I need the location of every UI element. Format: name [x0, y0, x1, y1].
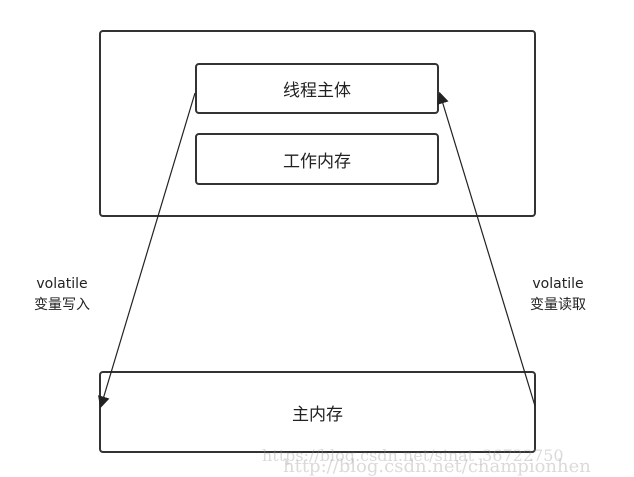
write-label-line2: 变量写入 [34, 297, 90, 313]
read-label-line1: volatile [532, 276, 584, 292]
main-memory-label: 主内存 [292, 404, 343, 425]
main-memory-box: 主内存 [99, 371, 536, 453]
read-label: volatile 变量读取 [508, 274, 608, 316]
watermark-2: http://blog.csdn.net/championhen [283, 456, 591, 477]
write-arrow [98, 92, 196, 409]
read-arrow [437, 91, 536, 407]
working-memory-label: 工作内存 [283, 151, 351, 172]
thread-body-label: 线程主体 [283, 81, 351, 101]
read-label-line2: 变量读取 [530, 297, 586, 313]
thread-container [99, 30, 536, 217]
working-memory-box: 工作内存 [195, 133, 439, 185]
thread-body-box: 线程主体 [195, 63, 439, 114]
write-label: volatile 变量写入 [12, 274, 112, 316]
write-label-line1: volatile [36, 276, 88, 292]
watermark-1: https://blog.csdn.net/sinat_36722750 [262, 446, 564, 465]
